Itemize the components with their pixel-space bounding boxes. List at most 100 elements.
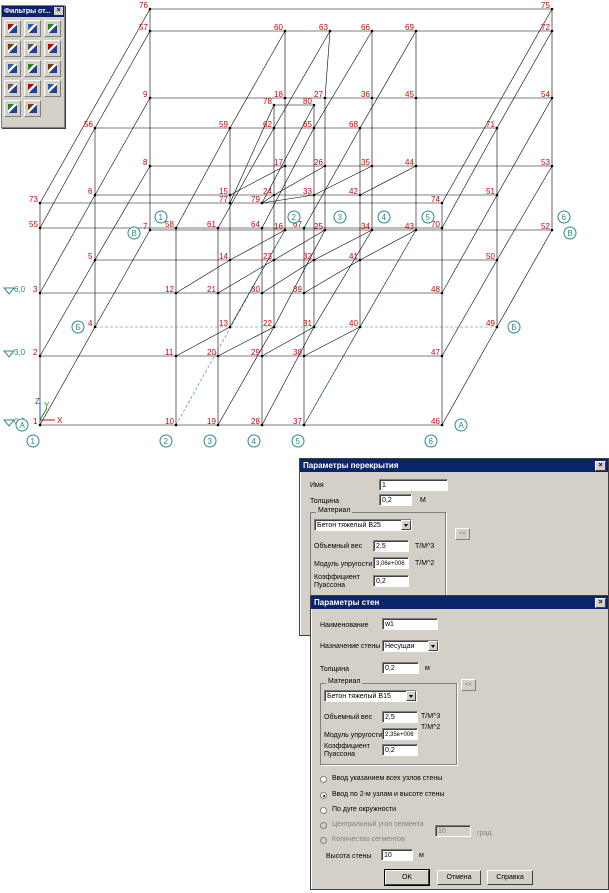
node-68[interactable] bbox=[358, 126, 362, 130]
node-12[interactable] bbox=[174, 291, 178, 295]
node-13[interactable] bbox=[228, 325, 232, 329]
slab-name-input[interactable]: 1 bbox=[379, 479, 448, 491]
node-70[interactable] bbox=[440, 226, 444, 230]
nodes-filter-button[interactable] bbox=[4, 20, 21, 37]
grid-x-filter-button[interactable] bbox=[4, 60, 21, 77]
node-55[interactable] bbox=[38, 226, 42, 230]
node-20[interactable] bbox=[216, 354, 220, 358]
ok-button[interactable]: OK bbox=[384, 869, 430, 886]
nodes-select-button[interactable] bbox=[4, 80, 21, 97]
wall-modulus-input[interactable]: 2,35e+006 bbox=[382, 728, 418, 740]
node-76[interactable] bbox=[148, 7, 152, 11]
help-button[interactable]: Справка bbox=[487, 870, 533, 885]
node-22[interactable] bbox=[272, 325, 276, 329]
node-36[interactable] bbox=[370, 96, 374, 100]
node-38[interactable] bbox=[302, 354, 306, 358]
node-25[interactable] bbox=[323, 228, 327, 232]
node-49[interactable] bbox=[495, 325, 499, 329]
cancel-button[interactable]: Отмена bbox=[437, 870, 481, 885]
node-71[interactable] bbox=[495, 126, 499, 130]
node-4[interactable] bbox=[93, 325, 97, 329]
radio-two-nodes[interactable] bbox=[320, 792, 327, 799]
node-34[interactable] bbox=[370, 228, 374, 232]
node-69[interactable] bbox=[414, 29, 418, 33]
node-19[interactable] bbox=[216, 423, 220, 427]
node-11[interactable] bbox=[174, 354, 178, 358]
node-66[interactable] bbox=[370, 29, 374, 33]
brush-button[interactable] bbox=[44, 80, 61, 97]
node-46[interactable] bbox=[440, 423, 444, 427]
wall-purpose-select[interactable]: Несущая bbox=[382, 640, 439, 652]
node-77[interactable] bbox=[228, 201, 232, 205]
stiffness-filter-button[interactable] bbox=[4, 100, 21, 117]
wall-height-input[interactable]: 10 bbox=[381, 849, 413, 861]
node-59[interactable] bbox=[228, 126, 232, 130]
node-14[interactable] bbox=[228, 258, 232, 262]
node-40[interactable] bbox=[358, 325, 362, 329]
node-39[interactable] bbox=[302, 291, 306, 295]
node-5[interactable] bbox=[93, 258, 97, 262]
node-58[interactable] bbox=[174, 226, 178, 230]
node-63[interactable] bbox=[328, 29, 332, 33]
wall-weight-input[interactable]: 2,5 bbox=[382, 711, 418, 723]
node-7[interactable] bbox=[148, 228, 152, 232]
node-50[interactable] bbox=[495, 258, 499, 262]
pencil-button[interactable] bbox=[24, 100, 41, 117]
node-3[interactable] bbox=[38, 291, 42, 295]
node-27[interactable] bbox=[323, 96, 327, 100]
node-41[interactable] bbox=[358, 258, 362, 262]
node-2[interactable] bbox=[38, 354, 42, 358]
node-74[interactable] bbox=[440, 201, 444, 205]
node-16[interactable] bbox=[283, 228, 287, 232]
close-icon[interactable]: × bbox=[595, 598, 606, 608]
node-73[interactable] bbox=[38, 201, 42, 205]
bars-length-filter-button[interactable] bbox=[4, 40, 21, 57]
node-47[interactable] bbox=[440, 354, 444, 358]
wall-name-input[interactable]: w1 bbox=[382, 618, 438, 630]
wall-collapse-button[interactable]: << bbox=[461, 679, 476, 691]
chevron-down-icon[interactable] bbox=[401, 520, 411, 530]
radio-arc-label[interactable]: По дуге окружности bbox=[332, 806, 397, 813]
node-24[interactable] bbox=[272, 193, 276, 197]
slab-poisson-input[interactable]: 0,2 bbox=[373, 575, 409, 587]
node-78[interactable] bbox=[272, 103, 276, 107]
radio-all-nodes-label[interactable]: Ввод указанием всех узлов стены bbox=[332, 775, 443, 782]
node-48[interactable] bbox=[440, 291, 444, 295]
node-1[interactable] bbox=[38, 423, 42, 427]
slab-collapse-button[interactable]: << bbox=[455, 528, 470, 540]
radio-all-nodes[interactable] bbox=[320, 776, 327, 783]
node-23[interactable] bbox=[272, 258, 276, 262]
slab-weight-input[interactable]: 2,5 bbox=[373, 540, 409, 552]
bars-number-filter-button[interactable] bbox=[24, 40, 41, 57]
wall-thickness-input[interactable]: 0,2 bbox=[382, 662, 419, 674]
node-61[interactable] bbox=[216, 226, 220, 230]
node-52[interactable] bbox=[550, 228, 554, 232]
wall-poisson-input[interactable]: 0,2 bbox=[382, 744, 418, 756]
slab-thickness-input[interactable]: 0,2 bbox=[379, 494, 412, 506]
node-79[interactable] bbox=[260, 201, 264, 205]
node-29[interactable] bbox=[260, 354, 264, 358]
node-51[interactable] bbox=[495, 193, 499, 197]
node-18[interactable] bbox=[283, 96, 287, 100]
node-10[interactable] bbox=[174, 423, 178, 427]
node-26[interactable] bbox=[323, 164, 327, 168]
node-80[interactable] bbox=[312, 103, 316, 107]
node-72[interactable] bbox=[550, 29, 554, 33]
node-56[interactable] bbox=[93, 126, 97, 130]
plates-filter-button[interactable] bbox=[44, 20, 61, 37]
node-75[interactable] bbox=[550, 7, 554, 11]
radio-arc[interactable] bbox=[320, 807, 327, 814]
grid-y-filter-button[interactable] bbox=[24, 60, 41, 77]
node-33[interactable] bbox=[312, 193, 316, 197]
node-45[interactable] bbox=[414, 96, 418, 100]
plates-select-button[interactable] bbox=[24, 80, 41, 97]
bars-filter-button[interactable] bbox=[24, 20, 41, 37]
close-icon[interactable]: × bbox=[54, 7, 63, 15]
node-8[interactable] bbox=[148, 164, 152, 168]
node-43[interactable] bbox=[414, 228, 418, 232]
node-32[interactable] bbox=[312, 258, 316, 262]
slab-modulus-input[interactable]: 3,06e+006 bbox=[373, 557, 409, 569]
node-62[interactable] bbox=[272, 126, 276, 130]
plates-number-filter-button[interactable] bbox=[44, 40, 61, 57]
